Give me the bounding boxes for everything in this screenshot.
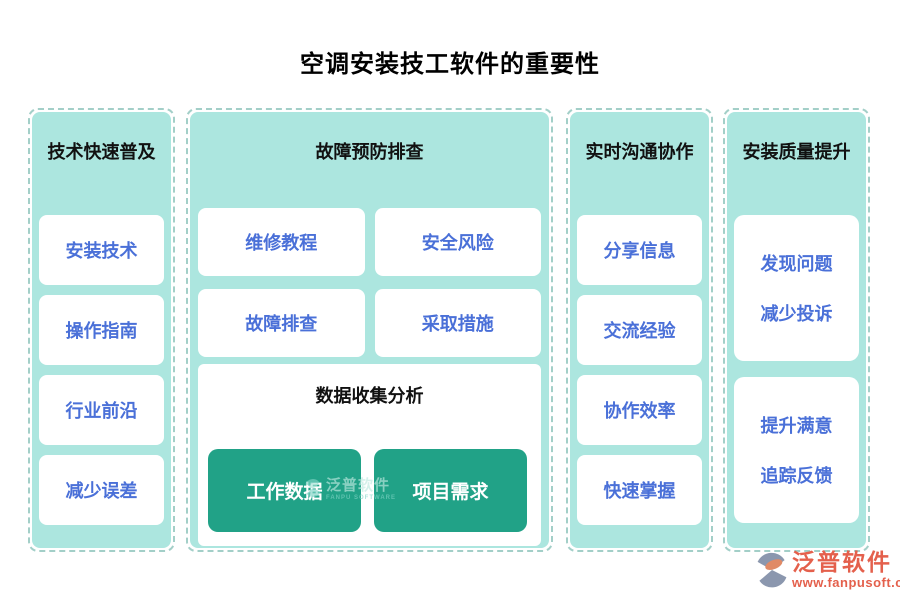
item-operation-guide: 操作指南 (39, 295, 164, 365)
project-demand-button: 项目需求 (374, 449, 527, 532)
item-reduce-error: 减少误差 (39, 455, 164, 525)
panel-header: 技术快速普及 (47, 142, 156, 162)
item-install-tech: 安装技术 (39, 215, 164, 285)
panel-header: 故障预防排查 (315, 142, 424, 162)
card-satisfaction-feedback: 提升满意 追踪反馈 (734, 377, 859, 523)
card-stack: 发现问题 减少投诉 提升满意 追踪反馈 (734, 215, 859, 523)
item-list: 安装技术 操作指南 行业前沿 减少误差 (39, 215, 164, 525)
footer-brand-name: 泛普软件 (792, 549, 892, 575)
page-title: 空调安装技工软件的重要性 (300, 51, 600, 78)
item-quick-master: 快速掌握 (577, 455, 702, 525)
footer-brand-url: www.fanpusoft.com (792, 575, 900, 591)
sub-panel-title: 数据收集分析 (315, 386, 424, 406)
item-grid: 维修教程 安全风险 故障排查 采取措施 (198, 208, 541, 357)
card-find-problems: 发现问题 减少投诉 (734, 215, 859, 361)
item-take-measures: 采取措施 (374, 289, 541, 357)
item-industry-frontier: 行业前沿 (39, 375, 164, 445)
item-troubleshooting: 故障排查 (198, 289, 365, 357)
footer-brand-text: 泛普软件 www.fanpusoft.com (792, 549, 900, 595)
item-share-info: 分享信息 (577, 215, 702, 285)
data-collection-panel: 数据收集分析 工作数据 项目需求 (198, 364, 541, 546)
fanpu-logo-icon (754, 550, 790, 595)
item-safety-risk: 安全风险 (374, 208, 541, 276)
panel-install-quality: 安装质量提升 发现问题 减少投诉 提升满意 追踪反馈 (723, 108, 870, 552)
card-line: 提升满意 (760, 416, 833, 436)
work-data-button: 工作数据 (208, 449, 361, 532)
panel-realtime-collaboration: 实时沟通协作 分享信息 交流经验 协作效率 快速掌握 (566, 108, 713, 552)
panel-header: 实时沟通协作 (585, 142, 694, 162)
card-line: 发现问题 (760, 254, 833, 274)
item-exchange-experience: 交流经验 (577, 295, 702, 365)
item-repair-tutorial: 维修教程 (198, 208, 365, 276)
item-list: 分享信息 交流经验 协作效率 快速掌握 (577, 215, 702, 525)
panel-header: 安装质量提升 (742, 142, 851, 162)
item-collaboration-efficiency: 协作效率 (577, 375, 702, 445)
card-line: 追踪反馈 (760, 466, 833, 486)
footer-brand: 泛普软件 www.fanpusoft.com (754, 549, 900, 595)
card-line: 减少投诉 (760, 304, 833, 324)
button-row: 工作数据 项目需求 (208, 449, 527, 532)
panel-fault-prevention: 故障预防排查 维修教程 安全风险 故障排查 采取措施 数据收集分析 工作数据 项… (186, 108, 553, 552)
panel-tech-popularization: 技术快速普及 安装技术 操作指南 行业前沿 减少误差 (28, 108, 175, 552)
